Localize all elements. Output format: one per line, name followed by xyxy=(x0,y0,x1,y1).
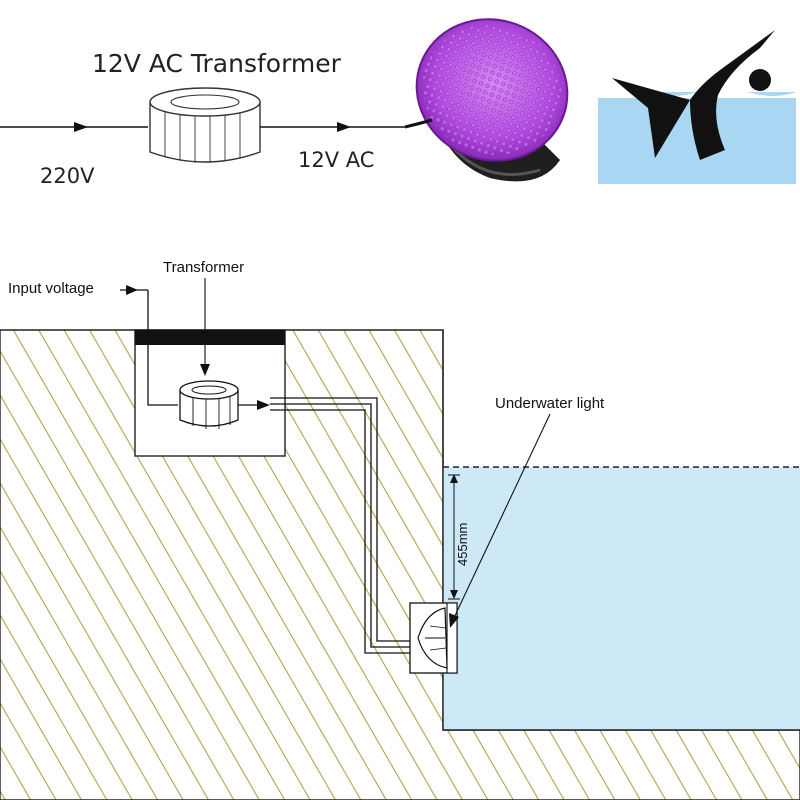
transformer-cylinder-icon xyxy=(149,87,261,163)
top-schematic: 12V AC Transformer 220V 12V AC xyxy=(0,18,796,188)
underwater-light-leader-arrow xyxy=(449,613,459,628)
transformer-lid xyxy=(135,330,285,345)
input-voltage-220: 220V xyxy=(40,164,95,188)
depth-dimension: 455mm xyxy=(448,474,470,600)
transformer-label: Transformer xyxy=(163,259,244,276)
output-voltage-12v: 12V AC xyxy=(298,148,374,172)
swimmer-icon xyxy=(598,30,796,184)
input-arrow xyxy=(74,122,88,132)
transformer-core-icon xyxy=(179,380,239,429)
input-voltage-label: Input voltage xyxy=(8,280,94,297)
pool-water xyxy=(443,467,800,730)
conduit-cable xyxy=(270,397,410,654)
input-feed-wire xyxy=(147,290,178,406)
installation-diagram: Input voltage Transformer xyxy=(0,259,800,800)
transformer-leader-arrow xyxy=(200,364,210,376)
transformer-title: 12V AC Transformer xyxy=(92,49,342,78)
output-arrow xyxy=(337,122,351,132)
core-output-arrow xyxy=(257,400,270,410)
led-pool-lamp-icon xyxy=(404,18,569,182)
underwater-light-icon xyxy=(409,602,458,674)
depth-label: 455mm xyxy=(455,523,470,566)
input-feed-arrow xyxy=(126,285,138,295)
underwater-light-leader xyxy=(451,413,551,623)
underwater-light-label: Underwater light xyxy=(495,395,605,412)
